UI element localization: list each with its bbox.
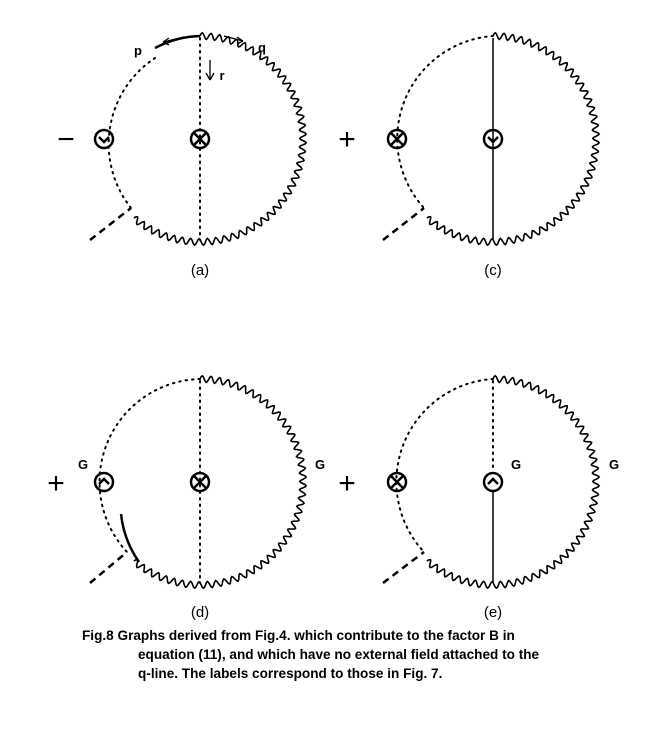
wavy-arc [426, 374, 601, 590]
label-p: p [134, 43, 142, 58]
label-g-left: G [78, 457, 88, 472]
caption-line-2: equation (11), and which have no externa… [138, 647, 540, 662]
panel-label: (d) [191, 604, 209, 620]
sign-label: + [338, 123, 356, 156]
arrow-right-icon [223, 35, 244, 45]
dashed-external-leg [89, 551, 128, 584]
solid-arc-lower-left [119, 513, 141, 563]
label-g-right: G [315, 457, 325, 472]
sign-label: + [338, 467, 356, 500]
panel-e: + G G (e) [338, 374, 619, 620]
panel-label: (a) [191, 262, 209, 279]
wavy-arc [133, 374, 308, 590]
vertex-down-icon [93, 128, 115, 150]
dotted-arc-left [395, 378, 494, 553]
panel-label: (e) [484, 604, 502, 620]
sign-label: + [47, 467, 65, 500]
sign-label: − [57, 123, 75, 156]
caption-line-3: q-line. The labels correspond to those i… [138, 666, 443, 681]
figure-caption: Fig.8 Graphs derived from Fig.4. which c… [82, 626, 657, 683]
wavy-arc [426, 31, 601, 247]
vertex-cross-icon [386, 471, 408, 493]
vertex-cross-icon [189, 471, 211, 493]
wavy-arc [133, 31, 308, 247]
label-g-center: G [511, 457, 521, 472]
panel-c: + (c) [338, 31, 601, 279]
vertex-up-icon [482, 471, 504, 493]
dashed-external-leg [382, 207, 425, 241]
dotted-arc-upper [98, 378, 201, 553]
label-q: q [258, 40, 266, 55]
vertex-down-icon [482, 128, 504, 150]
dashed-external-leg [382, 551, 425, 584]
caption-line-1: Fig.8 Graphs derived from Fig.4. which c… [82, 628, 515, 643]
dotted-arc-left [107, 57, 156, 209]
panel-a: − p q r (a) [57, 31, 308, 279]
label-g-right: G [609, 457, 619, 472]
label-r: r [219, 68, 224, 83]
vertex-cross-icon [386, 128, 408, 150]
solid-arc-p [154, 34, 201, 50]
vertex-up-icon [93, 471, 115, 493]
panel-label: (c) [484, 262, 502, 279]
arrow-down-icon [205, 60, 215, 81]
arrow-left-icon [162, 36, 185, 46]
figure-diagrams: − p q r (a) + (c) [47, 31, 619, 620]
dashed-external-leg [89, 207, 132, 241]
panel-d: + G G (d) [47, 374, 325, 620]
dotted-arc-left [396, 35, 494, 209]
vertex-cross-icon [189, 128, 211, 150]
